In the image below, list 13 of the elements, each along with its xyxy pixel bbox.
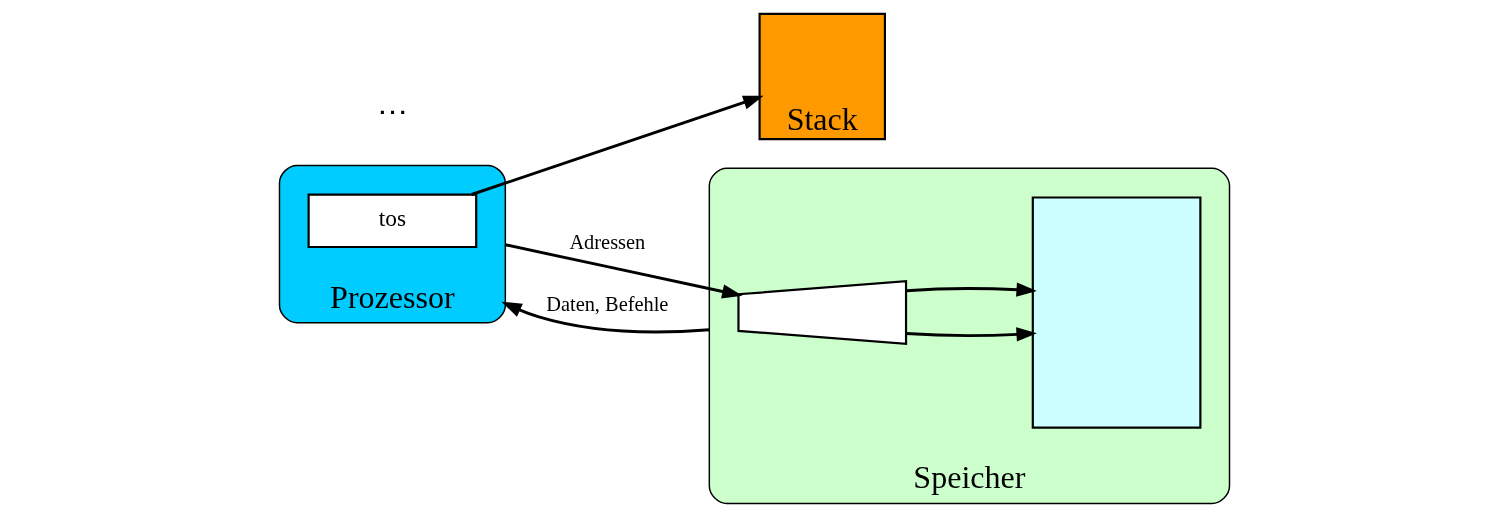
node-box: Stack	[758, 12, 886, 141]
arrow	[505, 243, 743, 299]
label: …	[376, 84, 409, 121]
arrow	[905, 282, 1037, 297]
node-box	[1031, 196, 1202, 429]
cluster: Speicher	[708, 167, 1231, 505]
node-box: tos	[307, 193, 478, 249]
arrow	[905, 327, 1037, 342]
arrow	[471, 95, 764, 196]
arrow	[501, 301, 710, 334]
edge-label: Daten, Befehle	[546, 293, 669, 316]
node-trapezoid	[737, 280, 908, 346]
edge-label: Adressen	[569, 230, 646, 253]
